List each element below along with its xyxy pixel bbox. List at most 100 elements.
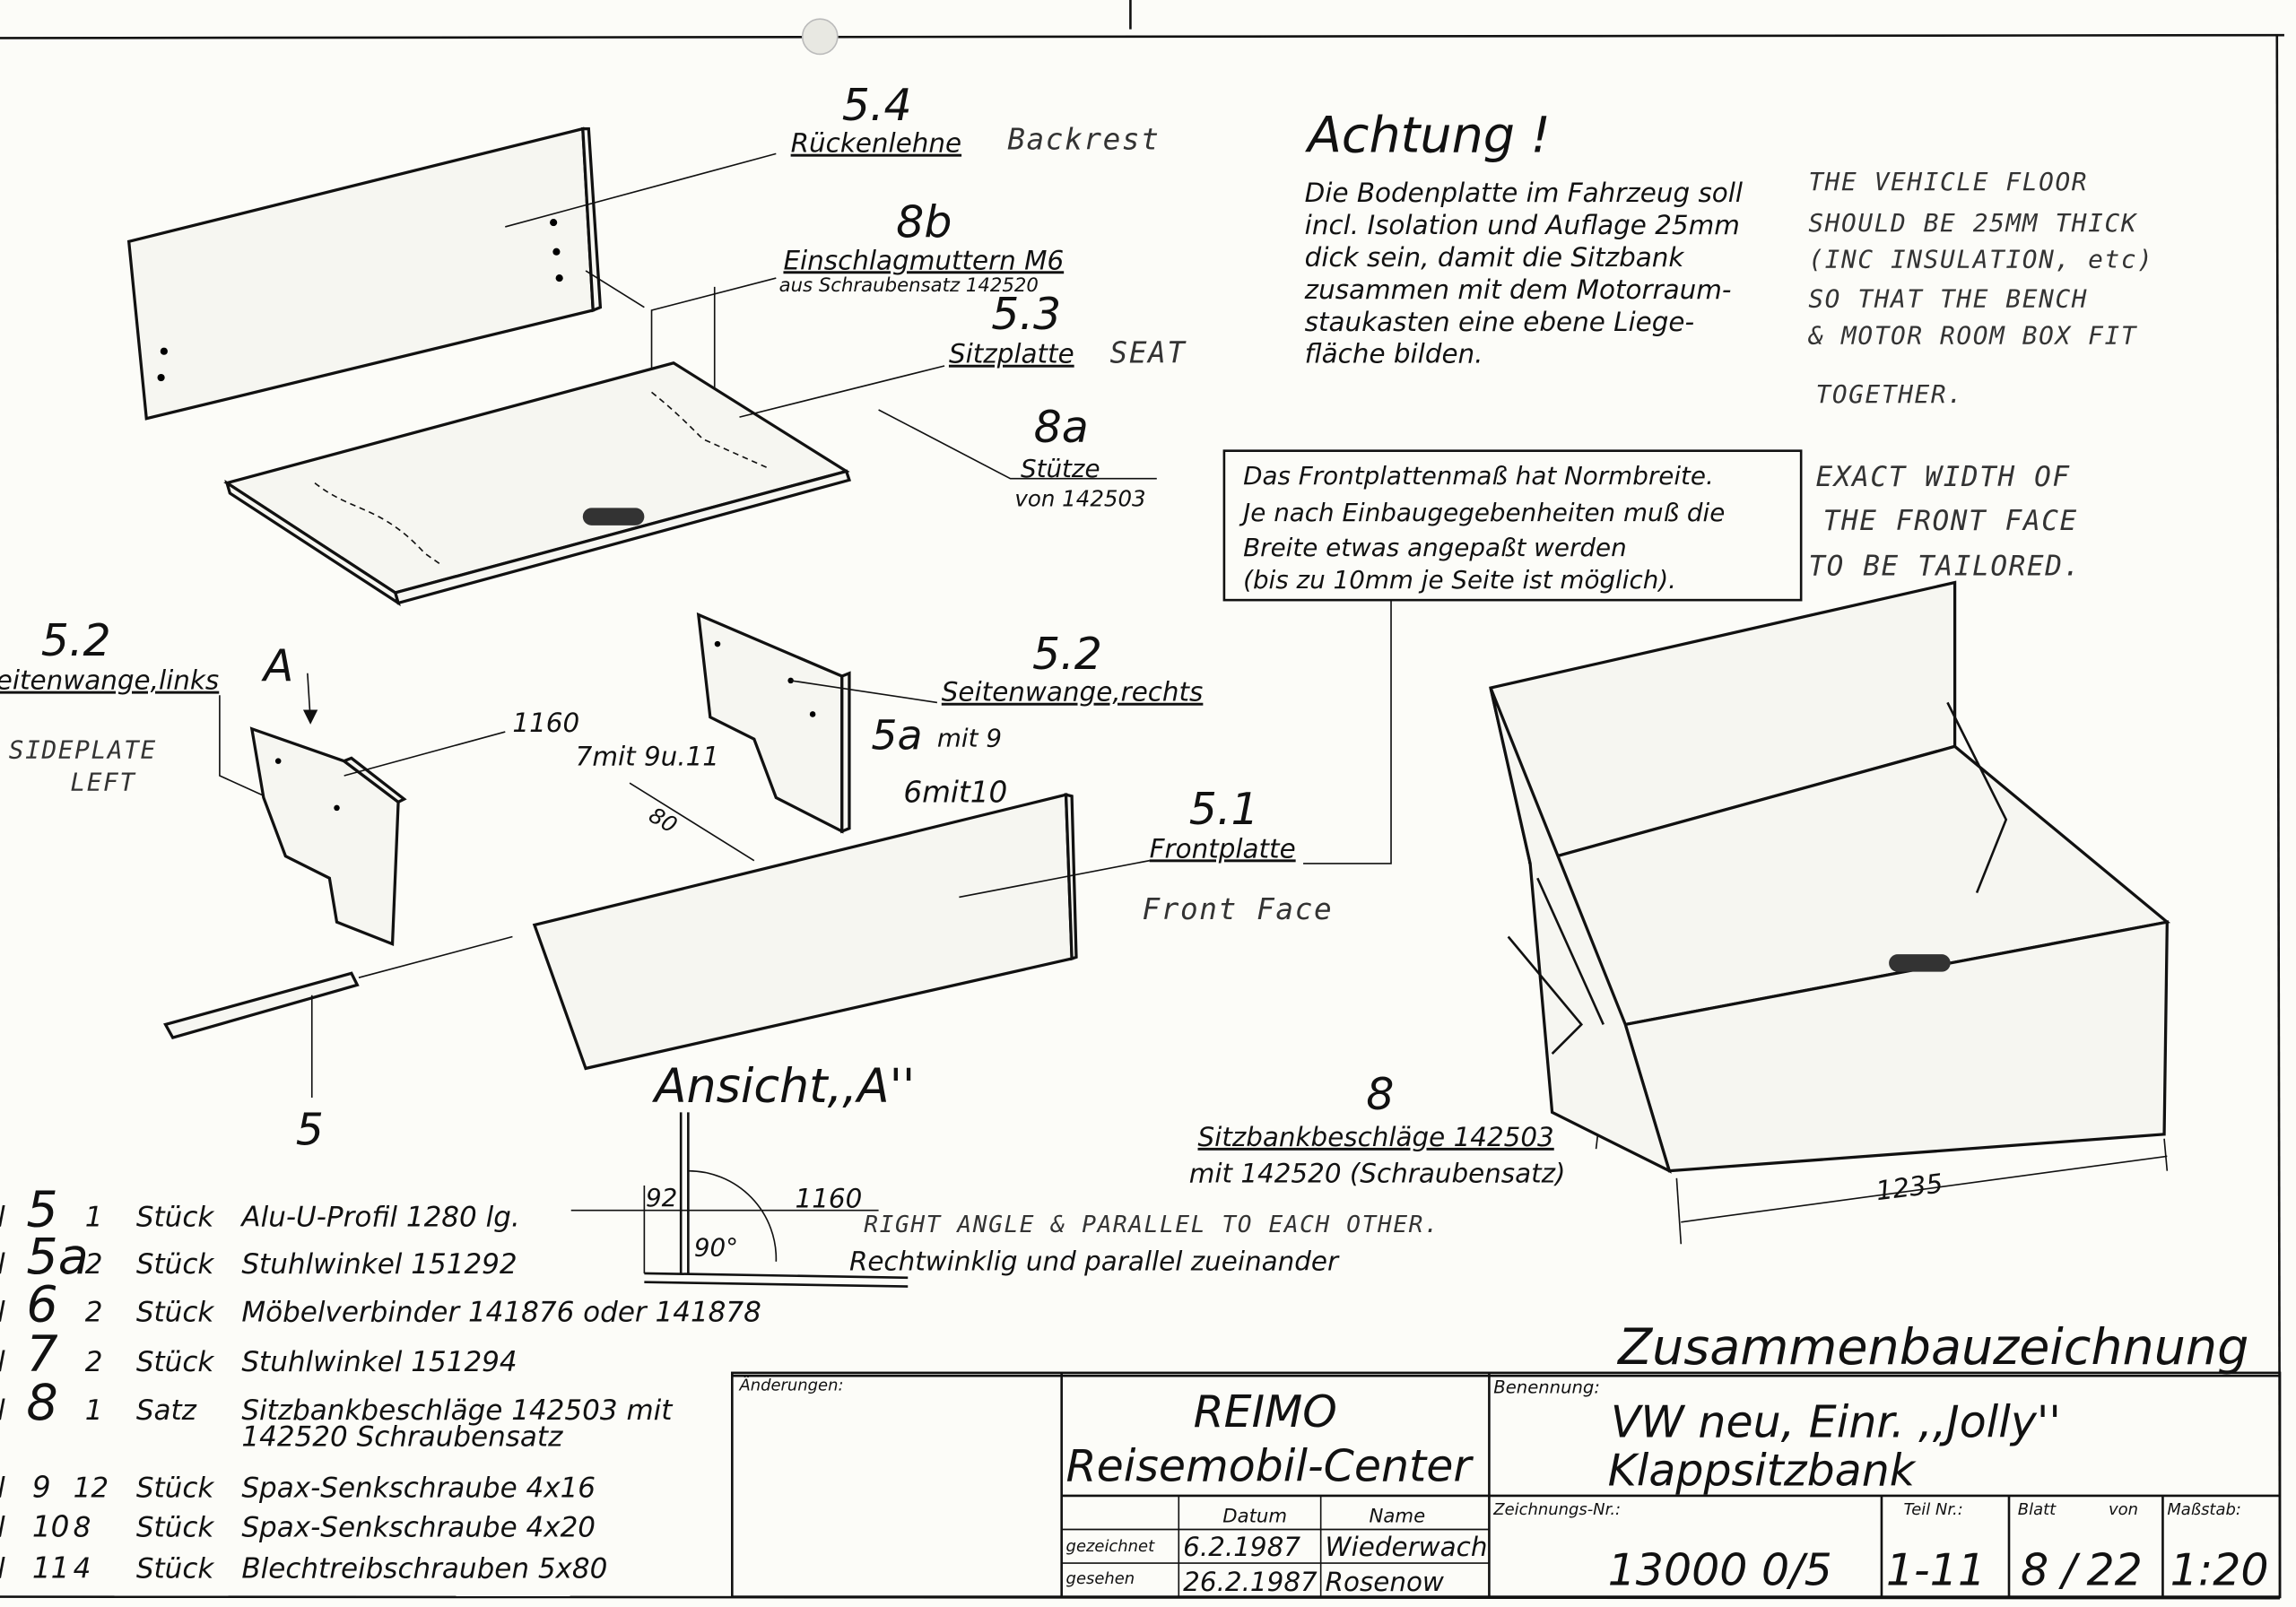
- part-prefix: Teil: [0, 1512, 5, 1544]
- part-description: Blechtreibschrauben 5x80: [241, 1552, 607, 1585]
- callout-5-3-label: Sitzplatte: [949, 339, 1074, 369]
- part-prefix: Teil: [0, 1394, 5, 1427]
- callout-5-3-number: 5.3: [991, 289, 1061, 340]
- callout-8a-number: 8a: [1034, 402, 1089, 453]
- dimension-1160: 1160: [512, 708, 579, 738]
- drawing-name-line2: Klappsitzbank: [1608, 1446, 1917, 1497]
- callout-5: 5: [296, 1104, 324, 1155]
- name-label: Benennung:: [1493, 1377, 1600, 1398]
- part-prefix: Teil: [0, 1202, 5, 1234]
- parts-list-row: Teil62StückMöbelverbinder 141876 oder 14…: [0, 1276, 761, 1334]
- part-prefix: Teil: [0, 1472, 5, 1505]
- view-a-title: Ansicht,,A'': [652, 1060, 916, 1114]
- callout-8-label: Sitzbankbeschläge 142503: [1198, 1122, 1554, 1152]
- callout-8-sub: mit 142520 (Schraubensatz): [1189, 1159, 1566, 1189]
- drawing-number: 13000 0/5: [1608, 1545, 1832, 1596]
- part-description-cont: 142520 Schraubensatz: [241, 1420, 563, 1453]
- callout-8a-label: Stütze: [1021, 454, 1100, 483]
- backrest-panel: [126, 126, 777, 421]
- assembled-bench: [1489, 580, 2171, 1245]
- front-note-line: (bis zu 10mm je Seite ist möglich).: [1243, 565, 1676, 595]
- callout-5-4-label: Rückenlehne: [791, 128, 961, 159]
- sheet-number: 8: [2021, 1545, 2048, 1596]
- col-name-label: Name: [1370, 1505, 1426, 1527]
- part-unit: Stück: [136, 1552, 215, 1585]
- dimension-1235: 1235: [1874, 1168, 1944, 1206]
- alu-profile: [163, 935, 513, 1099]
- handwritten-line: SHOULD BE 25MM THICK: [1808, 208, 2138, 238]
- handwritten-line: EXACT WIDTH OF: [1815, 461, 2070, 493]
- front-panel: [532, 793, 1150, 1071]
- part-unit: Stück: [136, 1512, 215, 1544]
- callout-5-2-right-label: Seitenwange,rechts: [942, 677, 1204, 708]
- callout-5-2-left-label: Seitenwange,links: [0, 665, 219, 696]
- part-unit: Stück: [136, 1248, 215, 1281]
- part-unit: Stück: [136, 1346, 215, 1378]
- part-number: 11: [32, 1551, 70, 1585]
- callout-8b-label: Einschlagmuttern M6: [783, 245, 1064, 275]
- view-a-detail: [570, 1112, 909, 1288]
- part-description: Stuhlwinkel 151294: [241, 1346, 517, 1378]
- right-side-panel: [696, 612, 938, 834]
- parts-list-row: Teil5a2StückStuhlwinkel 151292: [0, 1228, 517, 1286]
- changes-label: Änderungen:: [738, 1376, 843, 1394]
- achtung-line: dick sein, damit die Sitzbank: [1305, 242, 1685, 273]
- part-unit: Satz: [136, 1394, 197, 1427]
- handwritten-sideplate: SIDEPLATE: [9, 734, 157, 764]
- part-prefix: Teil: [0, 1248, 5, 1281]
- callout-5-4-number: 5.4: [842, 80, 912, 131]
- front-note-line: Je nach Einbaugegebenheiten muß die: [1239, 498, 1725, 527]
- part-quantity: 2: [85, 1297, 103, 1329]
- part-quantity: 8: [74, 1512, 91, 1544]
- parts-list: Teil51StückAlu-U-Profil 1280 lg.Teil5a2S…: [0, 1181, 761, 1585]
- handwritten-left: LEFT: [70, 767, 136, 796]
- part-prefix: Teil: [0, 1346, 5, 1378]
- parts-list-row: Teil72StückStuhlwinkel 151294: [0, 1325, 517, 1384]
- view-a-angle: 90°: [694, 1232, 738, 1262]
- part-description: Spax-Senkschraube 4x20: [241, 1512, 596, 1544]
- part-number: 9: [32, 1471, 51, 1505]
- drawing-no-label: Zeichnungs-Nr.:: [1492, 1500, 1621, 1519]
- handwritten-line: TO BE TAILORED.: [1808, 550, 2082, 582]
- achtung-line: incl. Isolation und Auflage 25mm: [1305, 210, 1740, 240]
- part-number: 8: [26, 1374, 57, 1432]
- part-quantity: 2: [85, 1248, 103, 1281]
- parts-list-row: Teil114StückBlechtreibschrauben 5x80: [0, 1551, 607, 1585]
- parts-list-row: Teil81SatzSitzbankbeschläge 142503 mit14…: [0, 1374, 674, 1453]
- scale-value: 1:20: [2170, 1545, 2269, 1596]
- callout-5a-sub: mit 9: [937, 723, 1002, 752]
- callout-8a-sub: von 142503: [1014, 486, 1145, 512]
- achtung-note: Achtung ! Die Bodenplatte im Fahrzeug so…: [1304, 107, 1744, 369]
- checked-date: 26.2.1987: [1183, 1567, 1318, 1597]
- callout-5-2-left-number: 5.2: [41, 615, 111, 666]
- part-quantity: 12: [74, 1472, 109, 1505]
- dimension-80: 80: [645, 802, 682, 838]
- checked-name: Rosenow: [1326, 1567, 1445, 1597]
- handwritten-right-angle: RIGHT ANGLE & PARALLEL TO EACH OTHER.: [864, 1212, 1439, 1238]
- part-description: Spax-Senkschraube 4x16: [241, 1472, 596, 1505]
- sheet-separator: /: [2058, 1545, 2081, 1596]
- company-subtitle: Reisemobil-Center: [1066, 1441, 1474, 1492]
- part-prefix: Teil: [0, 1297, 5, 1329]
- view-a-marker: A: [261, 640, 294, 691]
- front-panel-note: Das Frontplattenmaß hat Normbreite. Je n…: [1222, 449, 1803, 864]
- part-no-label: Teil Nr.:: [1903, 1500, 1962, 1519]
- front-note-line: Breite etwas angepaßt werden: [1243, 533, 1627, 562]
- drawing-name-line1: VW neu, Einr. ,,Jolly'': [1611, 1397, 2061, 1448]
- achtung-line: zusammen mit dem Motorraum-: [1304, 274, 1732, 305]
- part-quantity: 4: [74, 1552, 91, 1585]
- part-unit: Stück: [136, 1202, 215, 1234]
- handwritten-line: THE FRONT FACE: [1823, 505, 2078, 537]
- handwritten-line: TOGETHER.: [1815, 379, 1963, 409]
- part-unit: Stück: [136, 1472, 215, 1505]
- part-number: 5a: [26, 1228, 88, 1286]
- checked-label: gesehen: [1066, 1569, 1135, 1588]
- achtung-line: fläche bilden.: [1305, 339, 1483, 369]
- part-number: 1-11: [1886, 1545, 1986, 1596]
- part-unit: Stück: [136, 1297, 215, 1329]
- callout-8-number: 8: [1366, 1069, 1394, 1120]
- view-a-dim-92: 92: [646, 1183, 677, 1212]
- achtung-line: Die Bodenplatte im Fahrzeug soll: [1305, 178, 1744, 208]
- of-label: von: [2109, 1500, 2138, 1519]
